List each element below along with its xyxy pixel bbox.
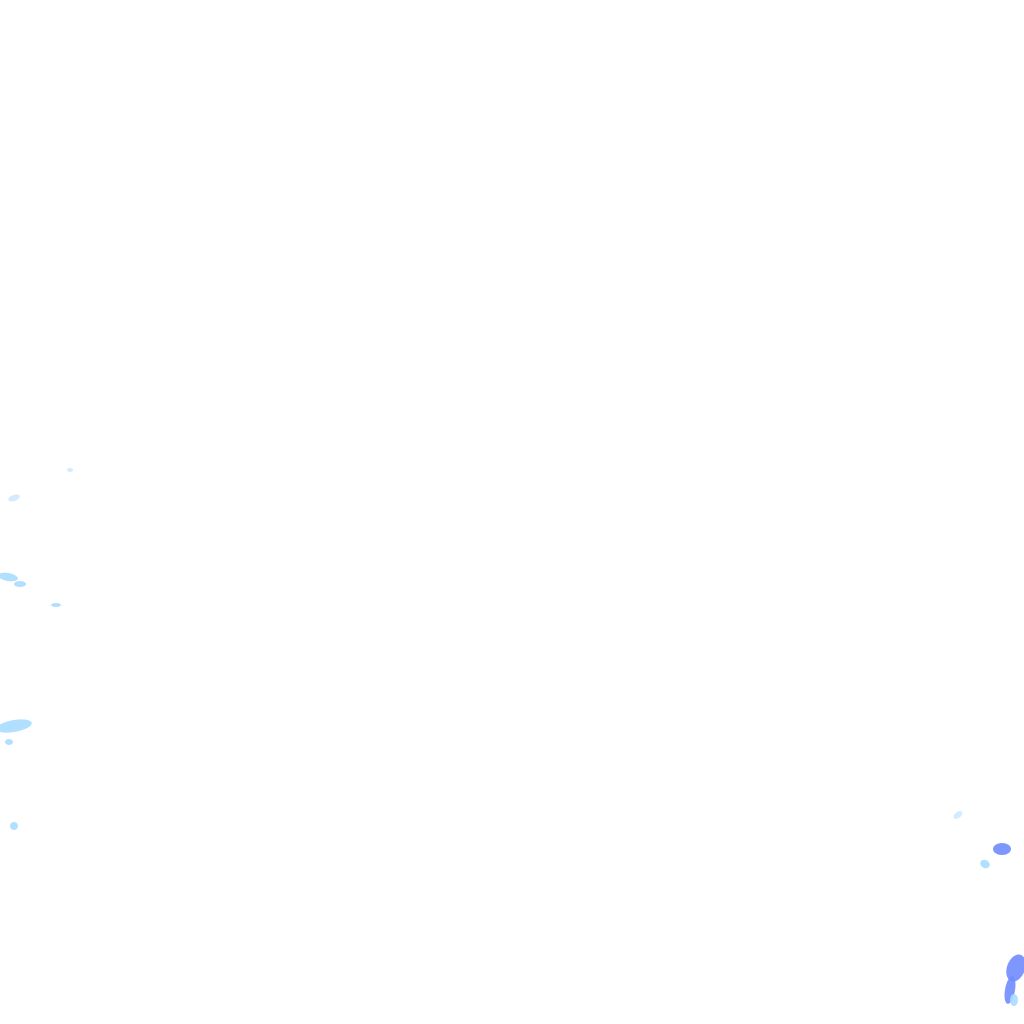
precipitation-echo-light (14, 581, 26, 587)
precipitation-echo-trace (67, 468, 73, 472)
precipitation-echo-light (10, 822, 18, 830)
precipitation-echo-trace (953, 811, 963, 819)
precipitation-echo-light (51, 603, 61, 607)
precipitation-echo-light (1010, 994, 1018, 1006)
precipitation-echo-light (0, 719, 32, 733)
precipitation-echo-trace (8, 494, 20, 502)
precipitation-echo-light (5, 739, 13, 745)
precipitation-echo-light (0, 572, 18, 582)
precipitation-echo-moderate (1006, 954, 1024, 982)
precipitation-echo-light (980, 859, 990, 869)
precipitation-echo-moderate (993, 843, 1011, 855)
